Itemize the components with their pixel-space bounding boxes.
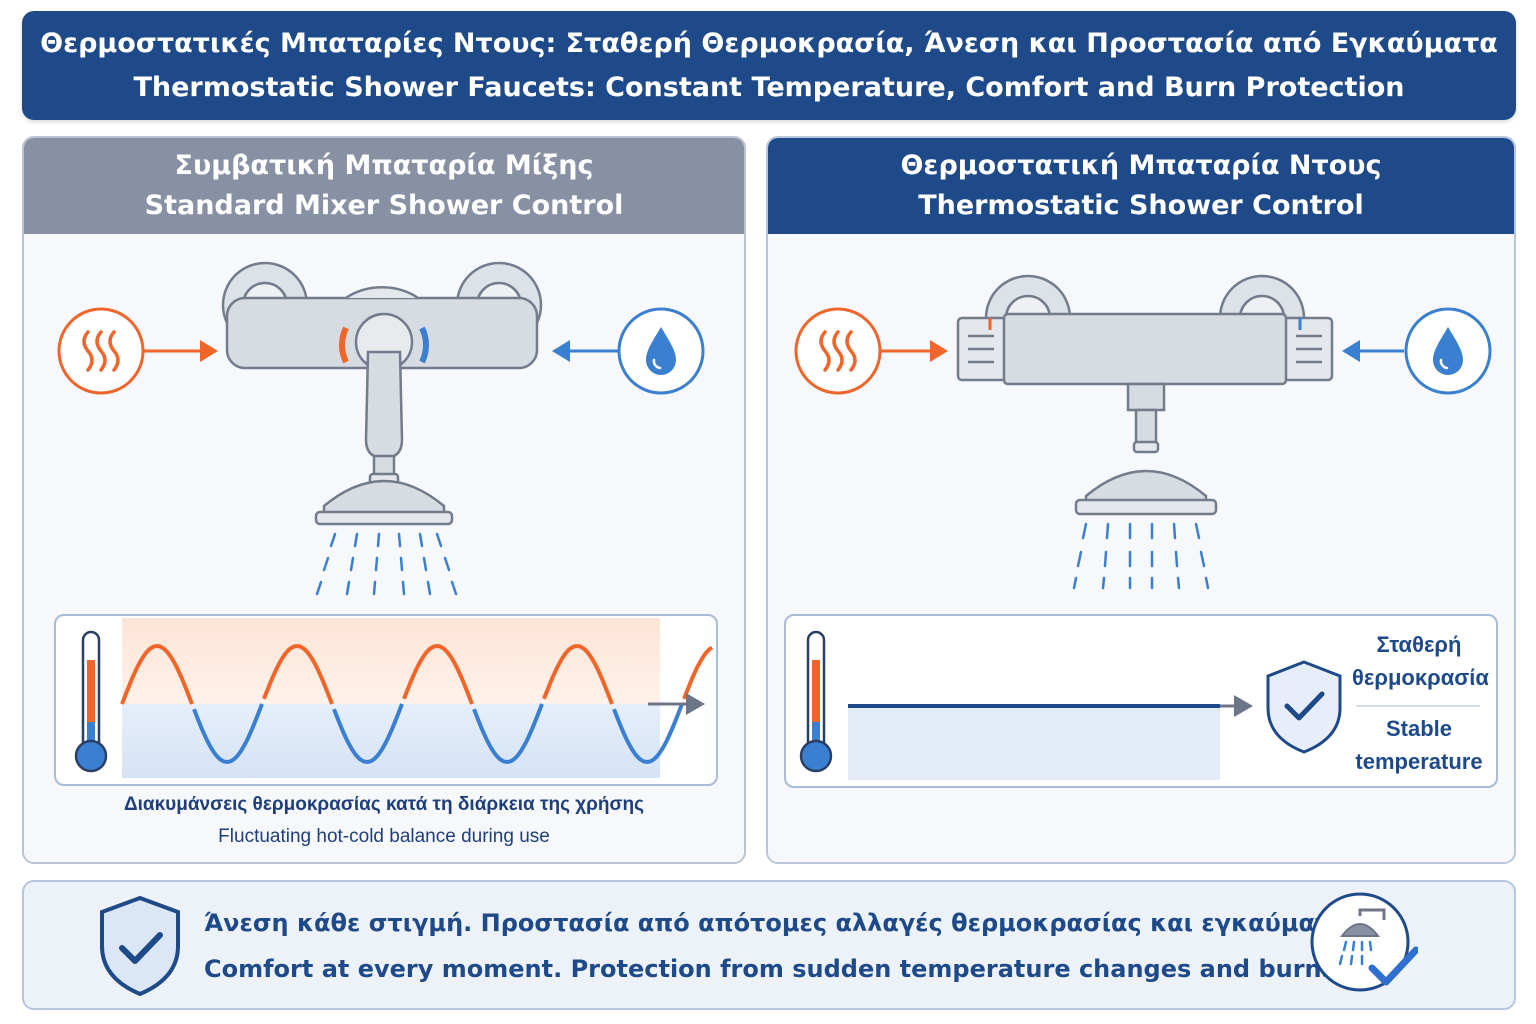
stable-label-english-line1: Stable — [1385, 716, 1453, 741]
arrow-left-icon — [1342, 340, 1404, 362]
water-drop-icon — [617, 307, 705, 395]
water-drop-icon — [1404, 307, 1492, 395]
stable-temperature-graph — [799, 630, 1480, 780]
arrow-right-icon — [648, 693, 705, 715]
footer-text-greek: Άνεση κάθε στιγμή. Προστασία από απότομε… — [204, 909, 1356, 937]
shower-check-icon — [1310, 892, 1418, 992]
fluctuating-temperature-graph — [74, 618, 714, 778]
footer-banner: Άνεση κάθε στιγμή. Προστασία από απότομε… — [22, 880, 1516, 1010]
standard-mixer-illustration — [57, 261, 705, 596]
thermostatic-panel-title: Θερμοστατική Μπαταρία Ντους Thermostatic… — [768, 138, 1514, 234]
standard-mixer-panel-body: Διακυμάνσεις θερμοκρασίας κατά τη διάρκε… — [24, 234, 744, 862]
standard-mixer-faucet — [221, 261, 543, 526]
standard-mixer-title-greek: Συμβατική Μπαταρία Μίξης — [174, 150, 594, 181]
stable-label-english-line2: temperature — [1355, 749, 1483, 774]
water-spray — [315, 532, 458, 596]
standard-mixer-title-english: Standard Mixer Shower Control — [144, 190, 624, 221]
standard-mixer-panel-title: Συμβατική Μπαταρία Μίξης Standard Mixer … — [24, 138, 744, 234]
thermostatic-panel-body: Σταθερή θερμοκρασία Stable temperature — [768, 234, 1514, 862]
standard-mixer-panel: Συμβατική Μπαταρία Μίξης Standard Mixer … — [22, 136, 746, 864]
shield-check-icon — [100, 895, 180, 997]
heat-icon — [57, 307, 145, 395]
footer-text-english: Comfort at every moment. Protection from… — [204, 955, 1346, 983]
arrow-right-icon — [881, 340, 948, 362]
thermostatic-title-english: Thermostatic Shower Control — [918, 190, 1364, 221]
heat-icon — [794, 307, 882, 395]
thermostatic-illustration — [794, 274, 1492, 590]
stable-label-english: Stable temperature — [1352, 712, 1486, 778]
thermostatic-panel: Θερμοστατική Μπαταρία Ντους Thermostatic… — [766, 136, 1516, 864]
fluctuation-caption-greek: Διακυμάνσεις θερμοκρασίας κατά τη διάρκε… — [123, 794, 645, 815]
fluctuating-temperature-chart — [54, 614, 718, 786]
thermometer-icon — [74, 630, 108, 773]
shield-check-icon — [1266, 660, 1342, 754]
stable-label-greek-line2: θερμοκρασία — [1352, 665, 1489, 690]
stable-temperature-chart: Σταθερή θερμοκρασία Stable temperature — [784, 614, 1498, 788]
thermometer-icon — [799, 630, 833, 773]
page-title-english: Thermostatic Shower Faucets: Constant Te… — [133, 71, 1405, 103]
thermostatic-faucet — [956, 274, 1334, 516]
fluctuation-caption-english: Fluctuating hot-cold balance during use — [218, 826, 550, 847]
stable-label-greek-line1: Σταθερή — [1376, 632, 1462, 657]
stable-label-greek: Σταθερή θερμοκρασία — [1352, 628, 1489, 694]
arrow-left-icon — [552, 340, 618, 362]
water-spray — [1072, 522, 1210, 590]
thermostatic-title-greek: Θερμοστατική Μπαταρία Ντους — [900, 150, 1382, 181]
arrow-right-icon — [144, 340, 218, 362]
page-title-greek: Θερμοστατικές Μπαταρίες Ντους: Σταθερή Θ… — [40, 27, 1498, 59]
footer-text: Άνεση κάθε στιγμή. Προστασία από απότομε… — [204, 900, 1356, 992]
arrow-right-icon — [1220, 695, 1253, 717]
page-header: Θερμοστατικές Μπαταρίες Ντους: Σταθερή Θ… — [22, 11, 1516, 120]
